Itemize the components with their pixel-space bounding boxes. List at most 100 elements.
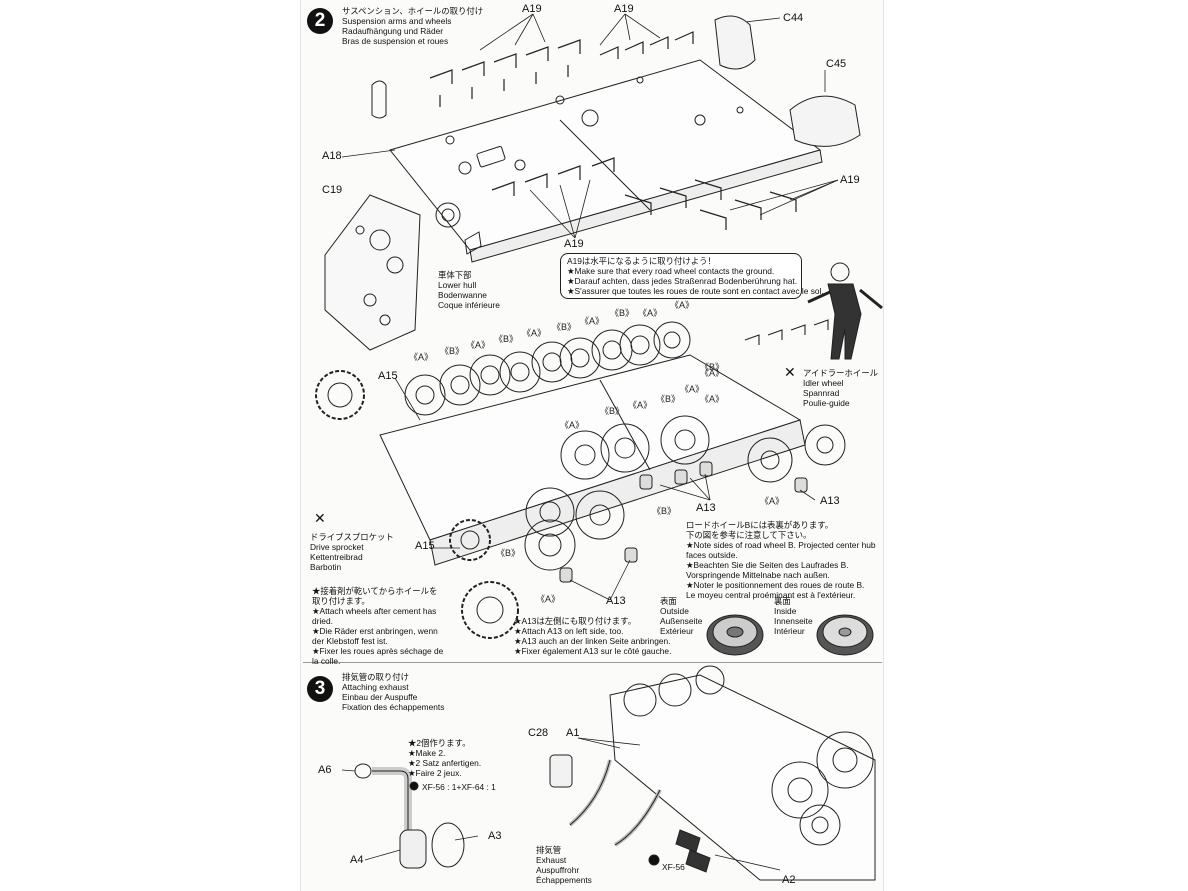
label-c19: C19 [322,184,343,196]
note-line: ★Fixer les roues après séchage de [312,646,444,656]
note-line: ★A13 auch an der linken Seite anbringen. [514,636,671,646]
note-line: la colle. [312,656,341,666]
caption-line: 裏面 [774,596,791,606]
title-line: Attaching exhaust [342,682,409,692]
suspension-arms-a19-bottom [491,157,797,230]
note-line: ★2 Satz anfertigen. [408,758,482,768]
label-c44: C44 [783,12,804,24]
caption-line: Idler wheel [803,378,844,388]
caption-line: Kettentreibrad [310,552,363,562]
note-line: ★Make sure that every road wheel contact… [567,266,775,276]
caption-line: アイドラーホイール [803,368,878,378]
wheel-type-mark: 《A》 [638,308,663,318]
wheel-type-mark: 《B》 [494,334,519,344]
label-a4: A4 [350,854,364,866]
label-a2: A2 [782,874,796,886]
wheel-type-mark: 《A》 [536,594,561,604]
note-line: 下の図を参考に注意して下さい。 [686,530,812,540]
wheel-type-mark: 《B》 [700,362,725,372]
step-2-badge: 2 [307,8,333,34]
note-line: ★Die Räder erst anbringen, wenn [312,626,438,636]
wheel-type-mark: 《B》 [440,346,465,356]
label-a6: A6 [318,764,332,776]
caption-line: Barbotin [310,562,342,572]
note-line: ★Noter le positionnement des roues de ro… [686,580,865,590]
wheel-type-mark: 《A》 [466,340,491,350]
wheel-type-mark: 《A》 [700,368,725,378]
wheel-type-mark: 《B》 [652,506,677,516]
wrench-icon: ✕ [784,364,796,380]
wheel-type-mark: 《B》 [496,548,521,558]
caption-line: Poulie-guide [803,398,850,408]
caption-line: Extérieur [660,626,694,636]
road-wheels-front-row [524,415,793,571]
label-a19: A19 [522,3,542,15]
a13-left-side-note: ★A13は左側にも取り付けます。 ★Attach A13 on left sid… [514,616,671,656]
hull-rear-step3 [549,665,876,881]
exhaust-caption: 排気管 Exhaust Auspuffrohr Échappements [536,845,592,885]
note-line: ★Faire 2 jeux. [408,768,462,778]
title-line: Radaufhängung und Räder [342,26,444,36]
wheel-type-mark: 《A》 [700,394,725,404]
caption-line: Inside [774,606,797,616]
hull-with-wheels [379,354,806,566]
note-line: ★接着剤が乾いてからホイールを [312,586,438,596]
note-line: dried. [312,616,333,626]
caption-line: ドライブスプロケット [310,532,394,542]
note-line: ★Beachten Sie die Seiten des Laufrades B… [686,560,849,570]
label-c28: C28 [528,727,549,739]
label-a18: A18 [322,150,342,162]
wheel-type-mark: 《A》 [580,316,605,326]
outside-caption: 表面 Outside Außenseite Extérieur [660,596,702,636]
note-line: ★Darauf achten, dass jedes Straßenrad Bo… [567,276,798,286]
wheel-type-mark: 《B》 [656,394,681,404]
note-line: ★Attach wheels after cement has [312,606,437,616]
title-line: 排気管の取り付け [342,672,409,682]
caption-line: Outside [660,606,689,616]
idler-wheel-caption: アイドラーホイール Idler wheel Spannrad Poulie-gu… [803,368,878,408]
note-line: ★Make 2. [408,748,446,758]
wheel-type-mark: 《A》 [680,384,705,394]
caption-line: Innenseite [774,616,813,626]
title-line: Einbau der Auspuffe [342,692,418,702]
wheel-type-mark: 《A》 [409,352,434,362]
title-line: Fixation des échappements [342,702,445,712]
label-a19: A19 [840,174,860,186]
drive-sprocket-caption: ドライブスプロケット Drive sprocket Kettentreibrad… [310,532,394,572]
label-a15: A15 [415,540,435,552]
note-line: ★Fixer également A13 sur le côté gauche. [514,646,672,656]
wheel-type-mark: 《B》 [552,322,577,332]
cement-note: ★接着剤が乾いてからホイールを 取り付けます。 ★Attach wheels a… [312,586,443,666]
label-a13: A13 [606,595,626,607]
a13-caps [559,461,808,583]
note-line: ★S'assurer que toutes les roues de route… [567,286,824,296]
commander-figure [807,262,883,360]
lower-hull-plate-upper [389,59,823,263]
caption-line: Auspuffrohr [536,865,580,875]
note-line: A19は水平になるように取り付けよう！ [567,256,716,266]
inside-caption: 裏面 Inside Innenseite Intérieur [774,596,813,636]
caption-line: 表面 [660,596,677,606]
caption-line: Bodenwanne [438,290,487,300]
label-c45: C45 [826,58,847,70]
paint-label: XF-56 [662,862,685,872]
label-a15: A15 [378,370,398,382]
title-line: Bras de suspension et roues [342,36,449,46]
caption-line: Échappements [536,875,592,885]
wheel-type-mark: 《B》 [610,308,635,318]
wheel-type-mark: 《A》 [760,496,785,506]
caption-line: 排気管 [536,845,562,855]
title-line: Suspension arms and wheels [342,16,452,26]
note-line: der Klebstoff fest ist. [312,636,388,646]
drive-sprocket [315,370,519,639]
wheel-type-mark: 《A》 [670,300,695,310]
wheel-type-mark: 《B》 [600,406,625,416]
wheel-side-icons [706,614,874,656]
caption-line: Lower hull [438,280,477,290]
note-line: ★Attach A13 on left side, too. [514,626,624,636]
caption-line: Coque inférieure [438,300,500,310]
paint-mix-label: XF-56 : 1+XF-64 : 1 [422,782,496,792]
caption-line: Außenseite [660,616,703,626]
wheel-type-mark: 《A》 [628,400,653,410]
